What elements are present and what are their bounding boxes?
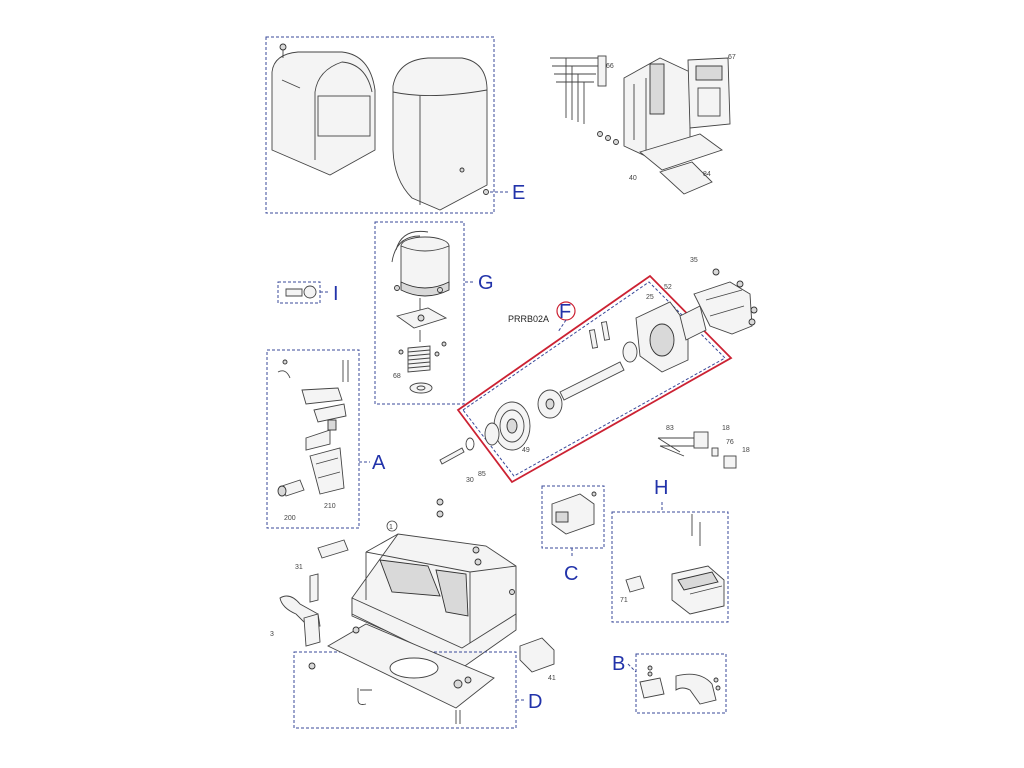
part-1: 1	[389, 524, 393, 531]
label-a: A	[372, 452, 386, 474]
part-code: PRRB02A	[508, 314, 549, 324]
part-210: 210	[324, 503, 336, 510]
part-3: 3	[270, 631, 274, 638]
seal-ring	[484, 422, 500, 446]
group-f-highlight	[456, 274, 733, 484]
magnet	[723, 455, 737, 469]
control-unit-parts: 66 67 40 84	[550, 54, 736, 195]
part-18-b: 18	[742, 447, 750, 454]
key-blade	[285, 288, 303, 297]
part-41-bracket: 41	[519, 637, 556, 682]
group-h-transformer: H 71	[611, 477, 729, 623]
part-31: 31	[295, 564, 303, 571]
part-25: 25	[646, 294, 654, 301]
release-housing	[309, 447, 345, 495]
pinion-cover	[693, 281, 753, 335]
part-52: 52	[664, 284, 672, 291]
group-g-motor: 68 G	[374, 221, 494, 405]
part-41: 41	[548, 675, 556, 682]
group-b-box	[635, 653, 727, 714]
part-1-circle	[386, 520, 398, 532]
encoder-module	[551, 493, 595, 535]
pinion	[679, 305, 707, 341]
rectifier	[625, 575, 645, 593]
group-a-box	[266, 349, 360, 529]
part-66: 66	[606, 63, 614, 70]
group-a-release: 200 210 A	[266, 349, 386, 529]
label-e: E	[512, 182, 525, 204]
group-h-box	[611, 511, 729, 623]
cover-window	[317, 95, 371, 137]
main-housing: 1	[351, 498, 517, 669]
pinion-guard: 35	[690, 257, 758, 335]
group-c-box	[541, 485, 605, 549]
label-f: F	[559, 301, 571, 323]
label-d: D	[528, 691, 542, 713]
part-71: 71	[620, 597, 628, 604]
rear-cover	[392, 57, 488, 211]
part-200: 200	[284, 515, 296, 522]
part-84: 84	[703, 171, 711, 178]
label-i: I	[333, 283, 339, 305]
group-d-foundation: D	[293, 623, 542, 729]
handle-cap	[317, 539, 349, 559]
group-e-box	[265, 36, 495, 214]
cover-screw	[279, 43, 287, 51]
transformer	[671, 565, 725, 615]
label-h: H	[654, 477, 668, 499]
key-bow	[303, 285, 317, 299]
part-40: 40	[629, 175, 637, 182]
group-g-box	[374, 221, 465, 405]
release-lever	[301, 387, 343, 405]
part-85: 85	[478, 471, 486, 478]
part-67: 67	[728, 54, 736, 61]
group-i-key: I	[277, 281, 339, 305]
limit-switch	[693, 431, 709, 449]
part-83: 83	[666, 425, 674, 432]
cam-left	[639, 677, 665, 699]
group-c-encoder: C	[541, 485, 605, 585]
cover-screw-small	[483, 189, 489, 195]
shaft-bearing	[622, 341, 638, 363]
label-c: C	[564, 563, 578, 585]
bearing-washer	[409, 382, 433, 394]
part-49: 49	[522, 447, 530, 454]
cam-bracket	[675, 673, 717, 705]
base-bracket	[639, 133, 723, 171]
terminal-block	[659, 161, 713, 195]
part-18-a: 18	[722, 425, 730, 432]
output-shaft	[559, 361, 625, 401]
label-g: G	[478, 272, 494, 294]
part-35: 35	[690, 257, 698, 264]
label-b: B	[612, 653, 625, 675]
release-handle-parts: 31 3	[270, 539, 349, 647]
end-bracket	[519, 637, 555, 673]
release-pin	[439, 447, 465, 465]
part-68: 68	[393, 373, 401, 380]
group-e-covers: E	[265, 36, 525, 214]
harness-connector	[597, 55, 607, 87]
part-76: 76	[726, 439, 734, 446]
group-b-cams: B	[612, 653, 727, 714]
part-30: 30	[466, 477, 474, 484]
limit-switch-parts: 83 18 76 18	[657, 425, 750, 469]
group-f-gearbox: PRRB02A F 49 25 52 30 85	[439, 274, 733, 484]
